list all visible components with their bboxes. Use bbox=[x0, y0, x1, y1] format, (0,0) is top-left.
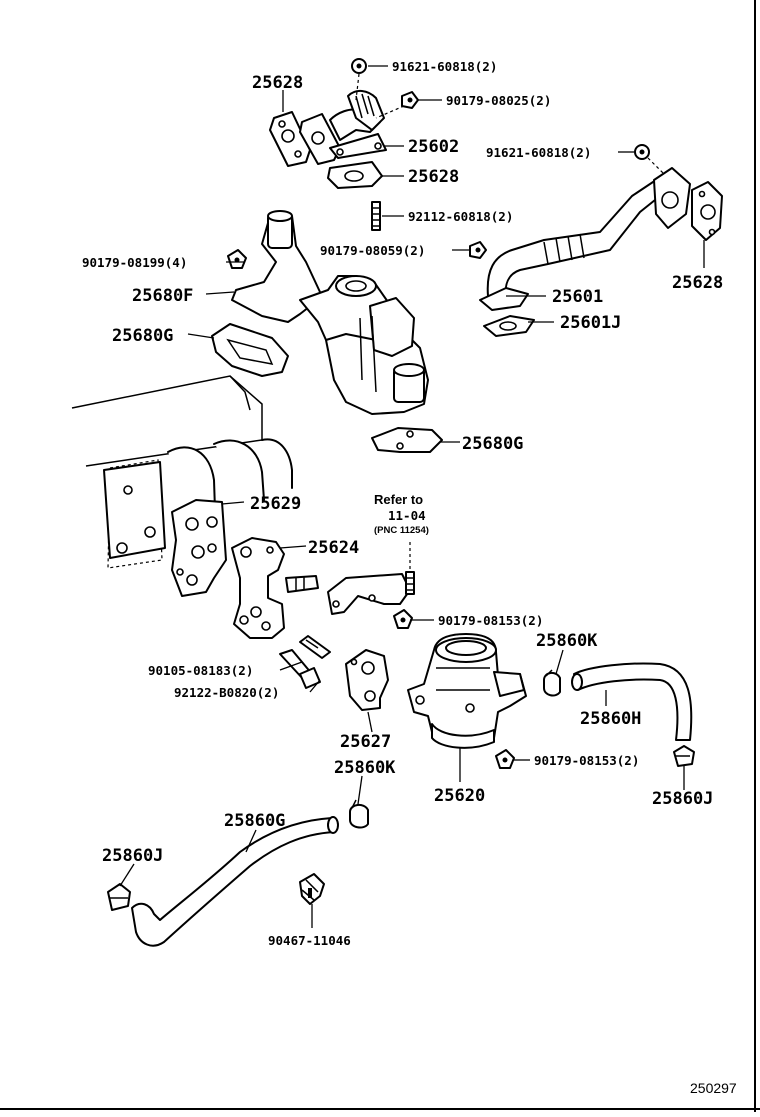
label-91621-a: 91621-60818(2) bbox=[392, 59, 497, 74]
part-25860G-hose bbox=[131, 816, 339, 947]
part-25628-gasket-top bbox=[269, 111, 311, 167]
part-25860J-clamp-left bbox=[107, 883, 131, 911]
label-25629: 25629 bbox=[250, 494, 301, 514]
label-90179-08199: 90179-08199(4) bbox=[82, 255, 187, 270]
label-25624: 25624 bbox=[308, 538, 359, 558]
label-25680G-right: 25680G bbox=[462, 434, 523, 454]
part-90179-08059-nut bbox=[469, 241, 487, 259]
label-90179-08153-a: 90179-08153(2) bbox=[438, 613, 543, 628]
label-25628-mid: 25628 bbox=[408, 167, 459, 187]
label-25860J-right: 25860J bbox=[652, 789, 713, 809]
label-25860J-left: 25860J bbox=[102, 846, 163, 866]
label-25860G: 25860G bbox=[224, 811, 285, 831]
label-25601: 25601 bbox=[552, 287, 603, 307]
part-90179-08199-nut bbox=[227, 249, 247, 269]
part-25627-gasket bbox=[345, 649, 389, 711]
part-91621-nut-b bbox=[634, 144, 665, 175]
part-25860K-clamp-left bbox=[349, 799, 369, 829]
label-92122: 92122-B0820(2) bbox=[174, 685, 279, 700]
label-pnc: (PNC 11254) bbox=[374, 525, 429, 536]
part-25680G-gasket-left bbox=[211, 323, 289, 377]
diagram-code-stamp: 250297 bbox=[690, 1080, 737, 1096]
part-25680G-gasket-right bbox=[371, 427, 443, 453]
label-25627: 25627 bbox=[340, 732, 391, 752]
label-25601J: 25601J bbox=[560, 313, 621, 333]
label-92112: 92112-60818(2) bbox=[408, 209, 513, 224]
part-90105-bolt bbox=[279, 649, 321, 689]
leader-lines bbox=[119, 65, 705, 928]
part-flange-right bbox=[653, 167, 691, 229]
label-90179-08153-b: 90179-08153(2) bbox=[534, 753, 639, 768]
part-92122-stud bbox=[299, 635, 331, 659]
label-90179-08025: 90179-08025(2) bbox=[446, 93, 551, 108]
part-25860H-hose bbox=[571, 662, 693, 741]
part-25602-pipe bbox=[299, 90, 387, 165]
label-90179-08059: 90179-08059(2) bbox=[320, 243, 425, 258]
label-refer-to: Refer to bbox=[374, 492, 423, 507]
part-90179-08153-nut-a bbox=[393, 609, 413, 629]
part-bracket-refer bbox=[327, 542, 415, 615]
label-25620: 25620 bbox=[434, 786, 485, 806]
label-11-04: 11-04 bbox=[388, 508, 426, 523]
part-25629-gasket bbox=[171, 499, 227, 597]
frame-border-right bbox=[754, 0, 756, 1112]
label-25628-top: 25628 bbox=[252, 73, 303, 93]
part-90179-08025-nut bbox=[375, 91, 419, 119]
part-25620-air-pump bbox=[407, 633, 527, 749]
label-25680G-left: 25680G bbox=[112, 326, 173, 346]
part-90467-clip bbox=[299, 873, 325, 905]
label-25680F: 25680F bbox=[132, 286, 193, 306]
part-25860K-clamp-right bbox=[543, 669, 561, 697]
label-25628-right: 25628 bbox=[672, 273, 723, 293]
label-25602: 25602 bbox=[408, 137, 459, 157]
label-90467: 90467-11046 bbox=[268, 933, 351, 948]
part-labels: 25628 91621-60818(2) 90179-08025(2) 2560… bbox=[82, 59, 737, 1096]
label-25860H: 25860H bbox=[580, 709, 641, 729]
part-25628-gasket-mid bbox=[327, 161, 383, 189]
part-25624-valve bbox=[231, 537, 319, 639]
label-90105: 90105-08183(2) bbox=[148, 663, 253, 678]
part-25680F-manifold bbox=[231, 210, 429, 415]
part-25628-gasket-right bbox=[691, 181, 723, 241]
part-25860J-clamp-right bbox=[673, 745, 695, 767]
frame-border-bottom bbox=[0, 1108, 760, 1110]
part-90179-08153-nut-b bbox=[495, 749, 515, 769]
label-25860K-right: 25860K bbox=[536, 631, 598, 651]
part-25601J-gasket bbox=[483, 315, 535, 337]
label-25860K-left: 25860K bbox=[334, 758, 396, 778]
label-91621-b: 91621-60818(2) bbox=[486, 145, 591, 160]
part-92112-stud bbox=[371, 201, 381, 231]
part-91621-nut-a bbox=[351, 58, 367, 101]
